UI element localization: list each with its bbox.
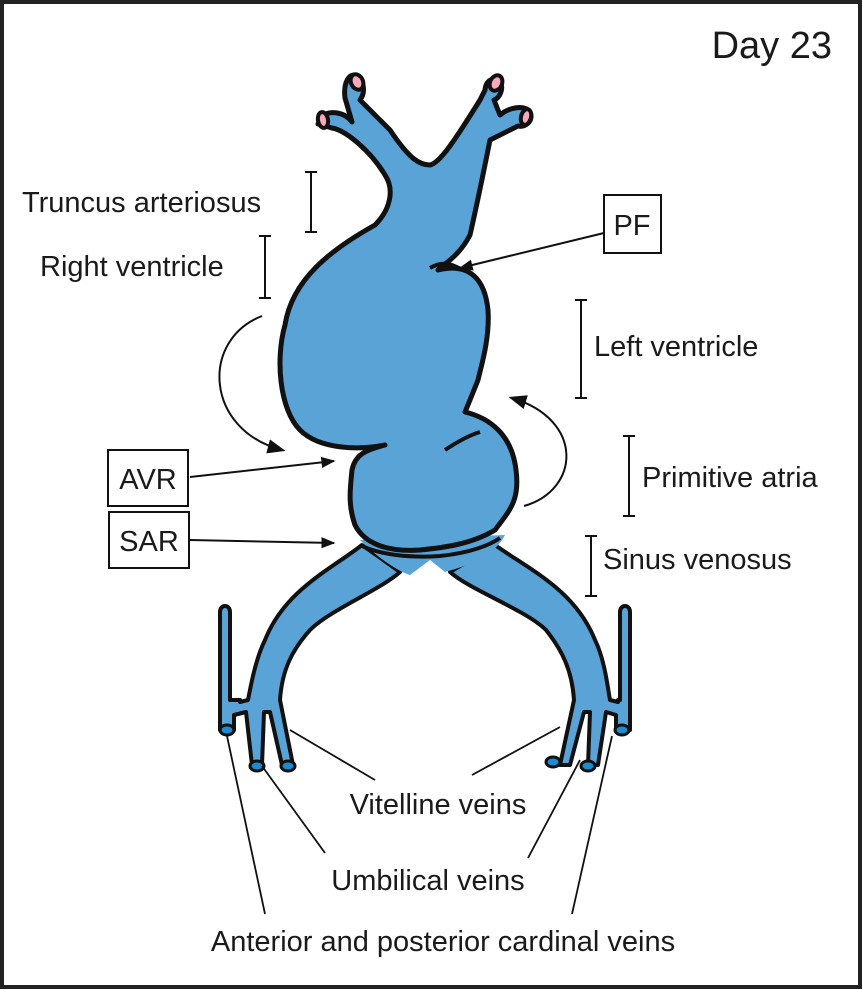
pf-label: PF [613, 210, 650, 242]
sar-label: SAR [119, 526, 179, 558]
avr-label: AVR [119, 464, 176, 496]
label-vitelline-veins: Vitelline veins [350, 789, 527, 821]
left-vitelline-vein-opening [279, 759, 297, 773]
looping-arrow-left [218, 315, 286, 454]
arch-opening-right-lower [518, 107, 534, 127]
sar-box [108, 511, 190, 569]
pf-arrow [458, 232, 605, 271]
av-fold-line [443, 430, 481, 452]
leader-lines [226, 726, 613, 915]
sa-fold-line [359, 536, 502, 559]
label-cardinal-veins: Anterior and posterior cardinal veins [211, 926, 675, 958]
leader-cardinal-left [226, 735, 266, 915]
arch-opening-left-upper [348, 72, 366, 92]
label-sinus-venosus: Sinus venosus [603, 544, 792, 576]
label-right-ventricle: Right ventricle [40, 251, 224, 283]
right-vitelline-vein-opening [544, 755, 562, 769]
bracket-primitive-atria [623, 435, 635, 517]
bracket-right-ventricle [259, 235, 271, 299]
leader-umbilical-right [527, 759, 581, 859]
looping-arrow-right [508, 395, 568, 507]
left-venous-trunk [218, 543, 402, 767]
arch-opening-right-upper [487, 73, 505, 93]
bracket-sinus-venosus [585, 535, 597, 597]
arch-opening-left-lower [315, 110, 331, 130]
bracket-left-ventricle [575, 299, 587, 399]
leader-cardinal-right [571, 735, 613, 915]
right-venous-trunk [448, 543, 632, 767]
right-umbilical-vein-opening [579, 759, 597, 773]
sar-arrow [189, 537, 336, 549]
left-cardinal-vein-opening [218, 723, 236, 737]
avr-box [107, 449, 189, 507]
label-umbilical-veins: Umbilical veins [331, 865, 524, 897]
heart-outline [277, 72, 534, 553]
venous-system [218, 535, 632, 773]
right-cardinal-vein-opening [613, 723, 631, 737]
leader-vitelline-right [471, 726, 561, 776]
pf-box [603, 194, 662, 254]
label-left-ventricle: Left ventricle [594, 331, 758, 363]
leader-vitelline-left [289, 729, 376, 781]
bracket-truncus-arteriosus [305, 171, 317, 233]
label-truncus-arteriosus: Truncus arteriosus [22, 187, 261, 219]
heart-tube [277, 72, 534, 559]
leader-umbilical-left [261, 765, 326, 854]
left-umbilical-vein-opening [248, 759, 266, 773]
label-primitive-atria: Primitive atria [642, 462, 819, 494]
day-title: Day 23 [712, 25, 832, 67]
avr-arrow [189, 456, 336, 478]
